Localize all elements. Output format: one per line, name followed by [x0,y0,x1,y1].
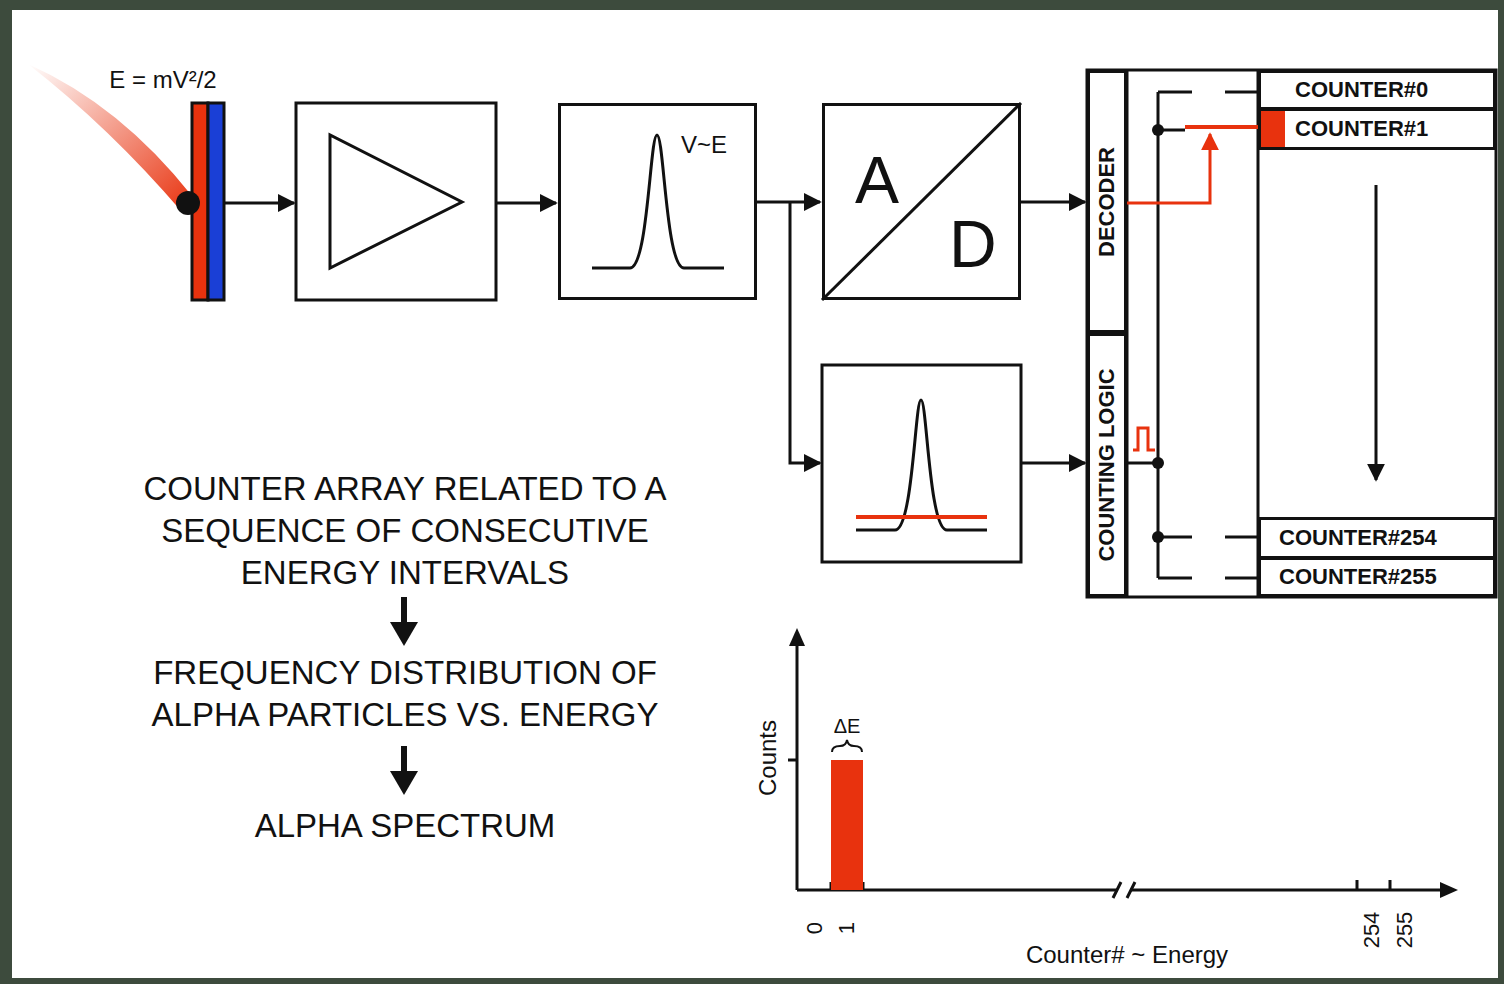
counter-box: COUNTER#0 [1258,70,1496,110]
axis-break [1113,882,1135,898]
axis-arrowhead [789,628,805,646]
note-text: ALPHA SPECTRUM [255,805,556,846]
selected-gate [1185,125,1258,129]
signal-connector [1021,201,1085,204]
y-axis [796,642,799,890]
sequence-arrow [1375,185,1378,480]
signal-arrow [224,202,294,205]
node-text: COUNTING LOGIC [1095,368,1119,561]
adc-diagonal [822,103,1021,300]
shaper-box: V~E [558,103,757,300]
node-text: COUNTER#1 [1295,117,1428,141]
axis-title: Counter# ~ Energy [1026,940,1228,970]
amplifier-symbol [330,135,462,268]
histogram-bar [831,760,863,890]
detector-layer [208,103,224,300]
axis-title: Counts [753,720,783,796]
count-pulse [1133,428,1155,450]
decoder-select-line [1127,134,1210,203]
node-text: COUNTER#254 [1279,526,1437,550]
threshold-line [856,515,987,519]
x-tick [831,880,1390,890]
note-text: FREQUENCY DISTRIBUTION OF ALPHA PARTICLE… [105,652,705,736]
decoder-box: DECODER [1087,70,1127,333]
counter-box: COUNTER#1 [1258,108,1496,150]
counter-box: COUNTER#254 [1258,517,1496,559]
amplifier-box [296,103,496,300]
signal-arrow [1021,462,1085,465]
node-text: COUNTER#0 [1295,78,1428,102]
signal-connector [757,201,820,204]
counter-increment-mark [1258,110,1285,148]
axis-arrowhead [1440,882,1458,898]
discriminator-box [822,365,1021,562]
gate-wire [1127,92,1258,578]
junction-dot [1152,124,1164,136]
tick-label: 1 [833,922,861,934]
counting-logic-box: COUNTING LOGIC [1087,333,1127,597]
bus-wire [1157,92,1160,578]
tick-label: 254 [1358,912,1386,949]
signal-arrow [790,203,820,463]
formula-label: E = mV²/2 [109,65,216,95]
adc-box: AD [822,103,1021,300]
y-tick [788,759,797,762]
tick-label: 255 [1391,912,1419,949]
counter-frame [1087,70,1496,597]
signal-arrow [496,202,556,205]
node-text: DECODER [1095,146,1119,256]
node-text: V~E [681,132,727,158]
flow-arrow [390,771,418,795]
counter-box: COUNTER#255 [1258,557,1496,597]
node-text: A [855,144,899,217]
pulse-shape [856,400,987,530]
junction-dot [1152,457,1164,469]
node-text: COUNTER#255 [1279,565,1437,589]
tick-label: 0 [801,922,829,934]
note-text: COUNTER ARRAY RELATED TO A SEQUENCE OF C… [105,468,705,594]
interval-label: ΔE [834,714,861,739]
node-text: D [949,208,997,281]
flow-arrow [390,622,418,646]
alpha-particle [176,191,200,215]
interval-brace [832,740,862,752]
junction-dot [1152,531,1164,543]
